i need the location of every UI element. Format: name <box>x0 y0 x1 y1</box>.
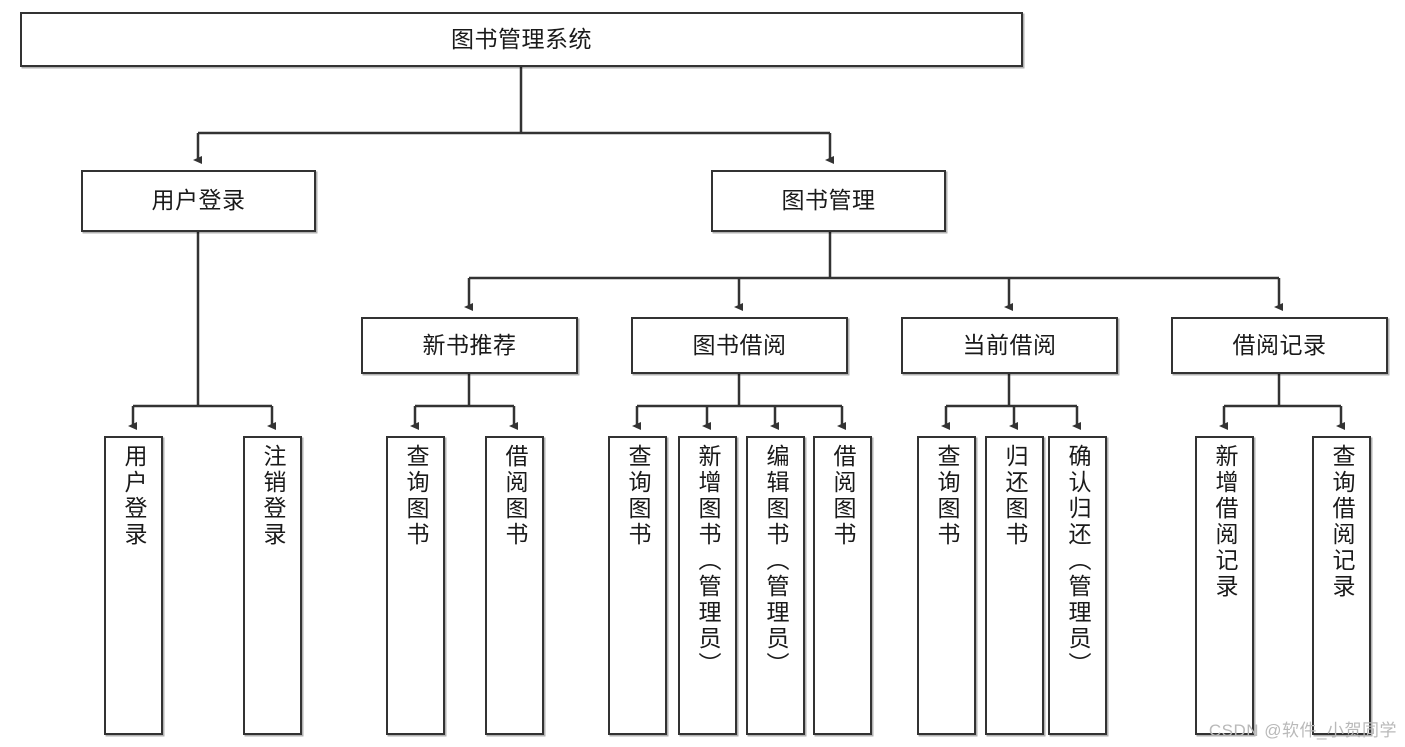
node-borrow-record[interactable]: 借阅记录 <box>1171 317 1388 374</box>
node-leaf-logout-label: 注销登录 <box>260 444 286 548</box>
node-book-borrow-label: 图书借阅 <box>692 331 787 358</box>
node-book-management[interactable]: 图书管理 <box>711 170 946 232</box>
node-leaf-query-book-current-label: 查询图书 <box>934 444 960 548</box>
node-leaf-return-book-label: 归还图书 <box>1002 444 1028 548</box>
node-book-borrow[interactable]: 图书借阅 <box>631 317 848 374</box>
node-leaf-query-borrow-record-label: 查询借阅记录 <box>1329 444 1355 600</box>
node-user-login-label: 用户登录 <box>151 187 246 214</box>
node-leaf-borrow-book-recommend[interactable]: 借阅图书 <box>485 436 544 735</box>
node-book-management-label: 图书管理 <box>781 187 876 214</box>
node-leaf-query-book-borrow-label: 查询图书 <box>625 444 651 548</box>
node-leaf-logout[interactable]: 注销登录 <box>243 436 302 735</box>
node-leaf-return-book[interactable]: 归还图书 <box>985 436 1044 735</box>
node-leaf-add-borrow-record-label: 新增借阅记录 <box>1212 444 1238 600</box>
node-current-borrow[interactable]: 当前借阅 <box>901 317 1118 374</box>
node-new-book-recommend[interactable]: 新书推荐 <box>361 317 578 374</box>
node-leaf-confirm-return-admin-label: 确认归还（管理员） <box>1065 444 1091 678</box>
node-leaf-query-book-borrow[interactable]: 查询图书 <box>608 436 667 735</box>
node-user-login[interactable]: 用户登录 <box>81 170 316 232</box>
node-leaf-add-book-admin[interactable]: 新增图书（管理员） <box>678 436 737 735</box>
node-root[interactable]: 图书管理系统 <box>20 12 1023 67</box>
watermark: CSDN @软件_小贺同学 <box>1208 721 1397 740</box>
node-new-book-recommend-label: 新书推荐 <box>422 331 517 358</box>
node-leaf-edit-book-admin[interactable]: 编辑图书（管理员） <box>746 436 805 735</box>
node-leaf-query-borrow-record[interactable]: 查询借阅记录 <box>1312 436 1371 735</box>
node-leaf-borrow-book-recommend-label: 借阅图书 <box>502 444 528 548</box>
node-leaf-borrow-book-label: 借阅图书 <box>830 444 856 548</box>
node-borrow-record-label: 借阅记录 <box>1232 331 1327 358</box>
node-leaf-user-login-label: 用户登录 <box>121 444 147 548</box>
node-leaf-add-borrow-record[interactable]: 新增借阅记录 <box>1195 436 1254 735</box>
node-leaf-query-book-recommend[interactable]: 查询图书 <box>386 436 445 735</box>
node-leaf-user-login[interactable]: 用户登录 <box>104 436 163 735</box>
node-leaf-query-book-recommend-label: 查询图书 <box>403 444 429 548</box>
node-leaf-add-book-admin-label: 新增图书（管理员） <box>695 444 721 678</box>
node-leaf-borrow-book[interactable]: 借阅图书 <box>813 436 872 735</box>
node-root-label: 图书管理系统 <box>451 25 592 52</box>
node-leaf-confirm-return-admin[interactable]: 确认归还（管理员） <box>1048 436 1107 735</box>
node-leaf-edit-book-admin-label: 编辑图书（管理员） <box>763 444 789 678</box>
node-leaf-query-book-current[interactable]: 查询图书 <box>917 436 976 735</box>
node-current-borrow-label: 当前借阅 <box>962 331 1057 358</box>
